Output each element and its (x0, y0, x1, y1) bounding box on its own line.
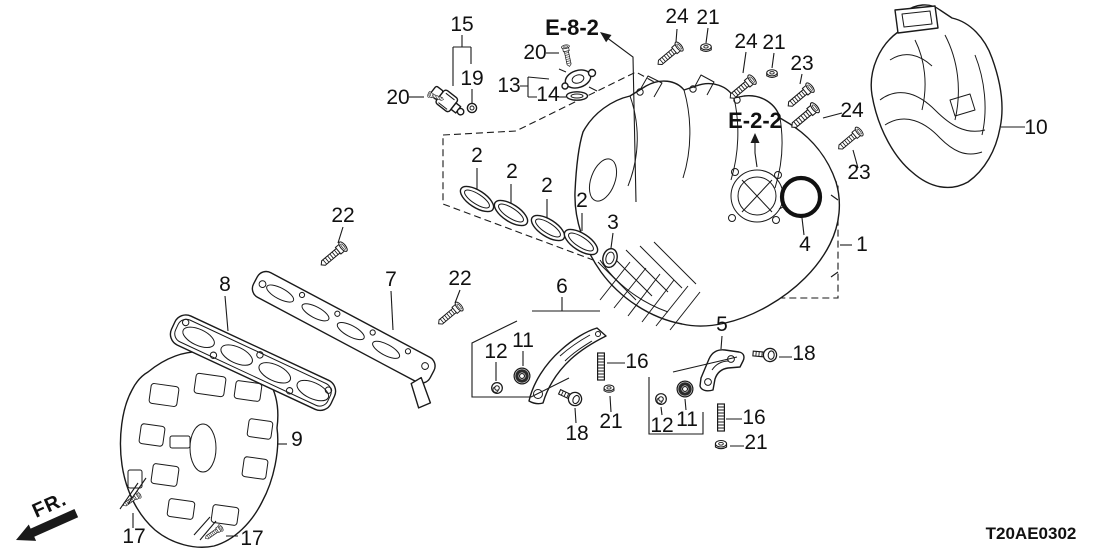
part-callout-16: 16 (742, 406, 765, 429)
manifold-base-gasket (169, 314, 337, 412)
part-callout-22: 22 (331, 204, 354, 227)
nut-21-c (603, 384, 615, 393)
part-callout-11: 11 (512, 329, 534, 352)
ref-code-layer: E-8-2E-2-2 (545, 15, 782, 133)
part-callout-9: 9 (291, 428, 303, 451)
part-callout-23: 23 (847, 161, 870, 184)
part-callout-4: 4 (799, 233, 811, 256)
part-callout-19: 19 (460, 67, 483, 90)
bushing-11-b (675, 379, 695, 399)
fr-direction-arrow: FR. (16, 488, 79, 541)
sensor-o-ring (466, 102, 478, 114)
washer-12-a (491, 382, 503, 394)
bolt-24-a (653, 40, 686, 70)
part-callout-8: 8 (219, 273, 231, 296)
part-callout-2: 2 (506, 160, 518, 183)
part-callout-22: 22 (448, 267, 471, 290)
part-callout-1: 1 (856, 233, 868, 256)
stay-bracket (699, 349, 745, 392)
pcv-valve (558, 68, 598, 92)
part-callout-13: 13 (497, 74, 520, 97)
part-callout-2: 2 (541, 174, 553, 197)
part-callout-2: 2 (576, 189, 588, 212)
manifold-cover (870, 4, 1003, 189)
part-callout-21: 21 (696, 6, 719, 29)
part-callout-2: 2 (471, 144, 483, 167)
part-callout-24: 24 (840, 99, 864, 122)
bolt-20-top (560, 43, 574, 68)
part-callout-6: 6 (556, 275, 568, 298)
part-callout-20: 20 (386, 86, 409, 109)
manifold-stay (528, 327, 607, 405)
valve-gasket (565, 91, 589, 101)
nut-21-a (700, 43, 712, 52)
part-callout-18: 18 (792, 342, 815, 365)
ref-code-E-2-2: E-2-2 (728, 108, 782, 133)
part-callout-23: 23 (790, 52, 813, 75)
small-o-ring (602, 247, 618, 269)
part-callout-17: 17 (240, 527, 263, 550)
part-callout-24: 24 (665, 5, 689, 28)
part-callout-7: 7 (385, 268, 397, 291)
bolt-22-a (317, 240, 350, 270)
part-callout-16: 16 (625, 350, 648, 373)
bushing-11-a (512, 366, 532, 386)
part-callout-21: 21 (762, 31, 785, 54)
part-callout-14: 14 (536, 83, 560, 106)
stud-16-a (596, 352, 606, 381)
part-callout-18: 18 (565, 422, 588, 445)
washer-12-b (655, 393, 667, 405)
nut-21-d (714, 439, 728, 450)
part-callout-12: 12 (650, 414, 673, 437)
port-gaskets (459, 185, 599, 256)
part-callout-10: 10 (1024, 116, 1047, 139)
bolt-18-a (556, 385, 585, 409)
nut-21-b (766, 69, 778, 78)
manifold-plate (251, 270, 436, 409)
part-callout-12: 12 (484, 340, 507, 363)
stud-16-b (716, 403, 726, 432)
part-callout-21: 21 (599, 410, 622, 433)
assembly-boundary-outline (442, 71, 839, 299)
part-callout-15: 15 (450, 13, 473, 36)
intake-manifold-body (574, 74, 841, 331)
part-callout-17: 17 (122, 525, 145, 548)
part-callout-3: 3 (607, 211, 619, 234)
ref-code-E-8-2: E-8-2 (545, 15, 599, 40)
part-callout-5: 5 (716, 313, 728, 336)
part-callout-20: 20 (523, 41, 546, 64)
diagram-code: T20AE0302 (986, 524, 1077, 543)
part-callout-24: 24 (734, 30, 758, 53)
throttle-o-ring (778, 175, 823, 219)
bolt-22-b (434, 300, 465, 329)
bolt-23-b (834, 125, 865, 154)
leader-lines (119, 27, 1025, 541)
bolt-18-b (751, 346, 778, 363)
part-callout-11: 11 (676, 408, 698, 431)
part-callout-21: 21 (744, 431, 767, 454)
